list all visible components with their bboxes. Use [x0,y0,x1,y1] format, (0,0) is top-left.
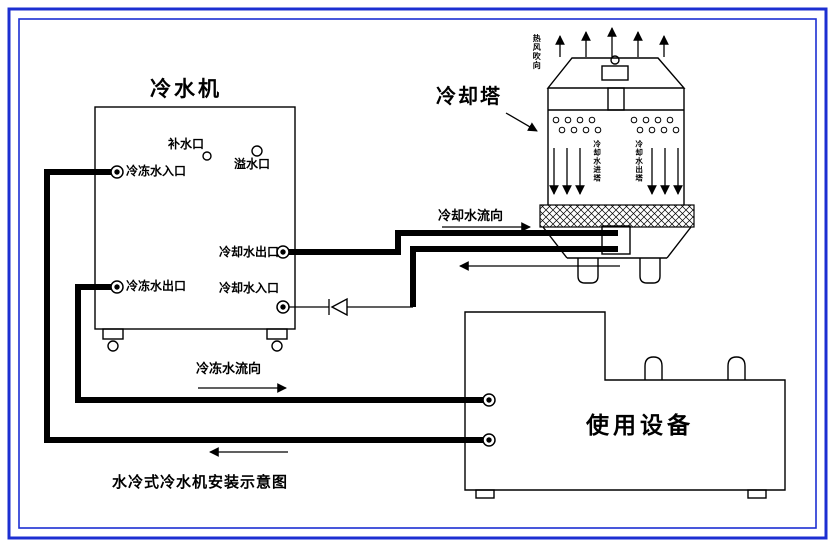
hot-air-direction-label: 热风吹向 [532,34,542,70]
chilled-water-outlet-label: 冷冻水出口 [126,279,187,293]
chiller-title: 冷水机 [150,78,222,101]
tower-body [547,87,685,205]
cooling-water-inlet-label: 冷却水入口 [219,281,280,295]
port-equipment-inlet [482,393,496,407]
port-cooling-water-outlet [276,245,290,259]
chilled-flow-label: 冷冻水流向 [196,361,262,376]
inner-border [18,18,817,529]
pipe-cooling-water-supply [283,230,618,255]
tower-legs [577,258,661,284]
equipment-title: 使用设备 [586,412,694,438]
port-cooling-water-inlet [276,300,290,314]
equipment-feet [475,489,767,499]
tower-falling-water-arrows [549,148,683,195]
tower-motor [601,55,629,81]
tower-outlet-vertical-label: 冷却水出塔 [634,140,644,183]
overflow-port-circle [251,145,263,157]
pipe-chilled-water-supply [75,284,489,403]
chiller-outline [94,106,296,330]
equipment-outline [464,311,786,491]
tower-fan-stack [546,57,686,89]
makeup-port-label: 补水口 [168,137,205,151]
cooling-flow-label: 冷却水流向 [438,208,504,223]
port-chilled-water-inlet [110,165,124,179]
tower-spray-droplets [552,116,680,134]
check-valve [289,297,413,317]
pipe-cooling-water-return [410,246,618,307]
outer-border [7,7,828,540]
tower-inlet-vertical-label: 冷却水进塔 [592,140,602,183]
chiller-feet [102,328,288,352]
tower-fan-exhaust-arrows [555,27,669,57]
diagram-caption: 水冷式冷水机安装示意图 [112,474,289,491]
equipment-top-loops [644,356,746,380]
overflow-port-label: 溢水口 [234,157,271,171]
makeup-port-circle [202,151,212,161]
port-equipment-outlet [482,433,496,447]
cooling-tower-title: 冷却塔 [436,86,502,108]
cooling-tower [539,27,695,284]
chilled-water-inlet-label: 冷冻水入口 [126,164,187,178]
port-chilled-water-outlet [110,280,124,294]
cooling-water-outlet-label: 冷却水出口 [219,245,280,259]
tower-pointer-arrow [505,112,538,132]
pipe-chilled-water-return [44,169,489,443]
tower-fill-media [539,204,695,228]
